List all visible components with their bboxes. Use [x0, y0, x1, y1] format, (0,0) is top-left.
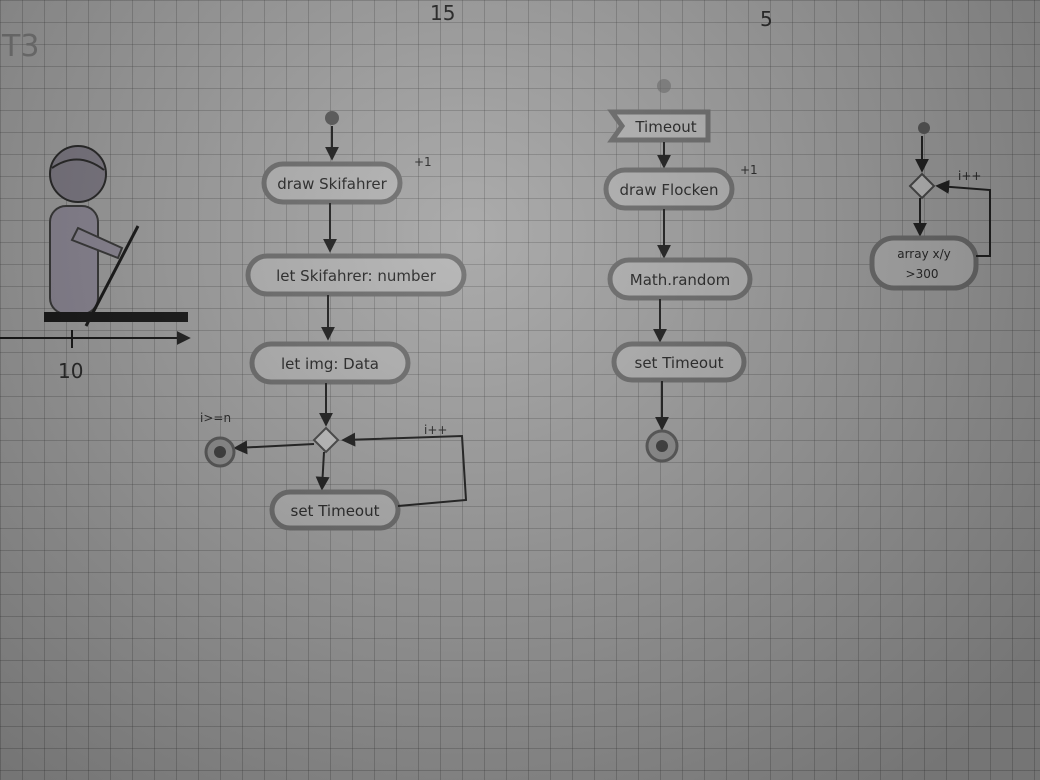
- action-math-random-label: Math.random: [630, 271, 730, 289]
- action-set-timeout-flakes: [611, 341, 747, 383]
- flow-flakes: Timeout draw Flocken +1 Math.random set …: [603, 79, 758, 463]
- loop-increment-label: i++: [424, 423, 447, 437]
- action-let-skifahrer-label: let Skifahrer: number: [276, 267, 437, 285]
- action-let-skifahrer: [245, 253, 467, 297]
- action-draw-flocken-label: draw Flocken: [619, 181, 718, 199]
- skier-head: [49, 145, 107, 203]
- action-draw-skifahrer: [261, 161, 403, 205]
- draw-flocken-note: +1: [740, 163, 758, 177]
- action-math-random: [607, 257, 753, 301]
- action-set-timeout-flakes-label: set Timeout: [635, 354, 724, 372]
- action-array-check: [869, 235, 979, 291]
- draw-skifahrer-note: +1: [414, 155, 432, 169]
- axis-tick-label: 10: [58, 359, 83, 383]
- action-array-check-line2: >300: [906, 267, 939, 281]
- loop-back-arrow: [341, 432, 468, 507]
- array-loop-back-arrow: [935, 179, 991, 257]
- start-node: [325, 111, 339, 125]
- start-node-array: [918, 122, 930, 134]
- start-node-faint: [657, 79, 671, 93]
- flow-array: array x/y >300 i++: [869, 122, 991, 291]
- top-number-left: 15: [430, 1, 455, 25]
- action-draw-flocken: [603, 167, 735, 211]
- action-set-timeout-skier-label: set Timeout: [291, 502, 380, 520]
- skier-body: [49, 205, 99, 315]
- ski-pole: [84, 225, 140, 327]
- heading-fragment: T3: [1, 29, 39, 64]
- action-set-timeout-skier: [269, 489, 401, 531]
- skier-sketch: 10: [0, 145, 191, 383]
- array-loop-increment-label: i++: [958, 169, 981, 183]
- flow-skier: draw Skifahrer +1 let Skifahrer: number …: [200, 111, 468, 531]
- event-timeout-label: Timeout: [634, 118, 696, 136]
- loop-condition-label: i>=n: [200, 411, 231, 425]
- decision-loop: [312, 426, 340, 454]
- action-draw-skifahrer-label: draw Skifahrer: [277, 175, 387, 193]
- event-timeout: [607, 109, 711, 143]
- action-let-img: [249, 341, 411, 385]
- action-let-img-label: let img: Data: [281, 355, 379, 373]
- ski: [44, 312, 188, 322]
- decision-array: [908, 172, 936, 200]
- action-array-check-line1: array x/y: [897, 247, 951, 261]
- top-number-right: 5: [760, 7, 773, 31]
- skier-arm: [70, 226, 124, 260]
